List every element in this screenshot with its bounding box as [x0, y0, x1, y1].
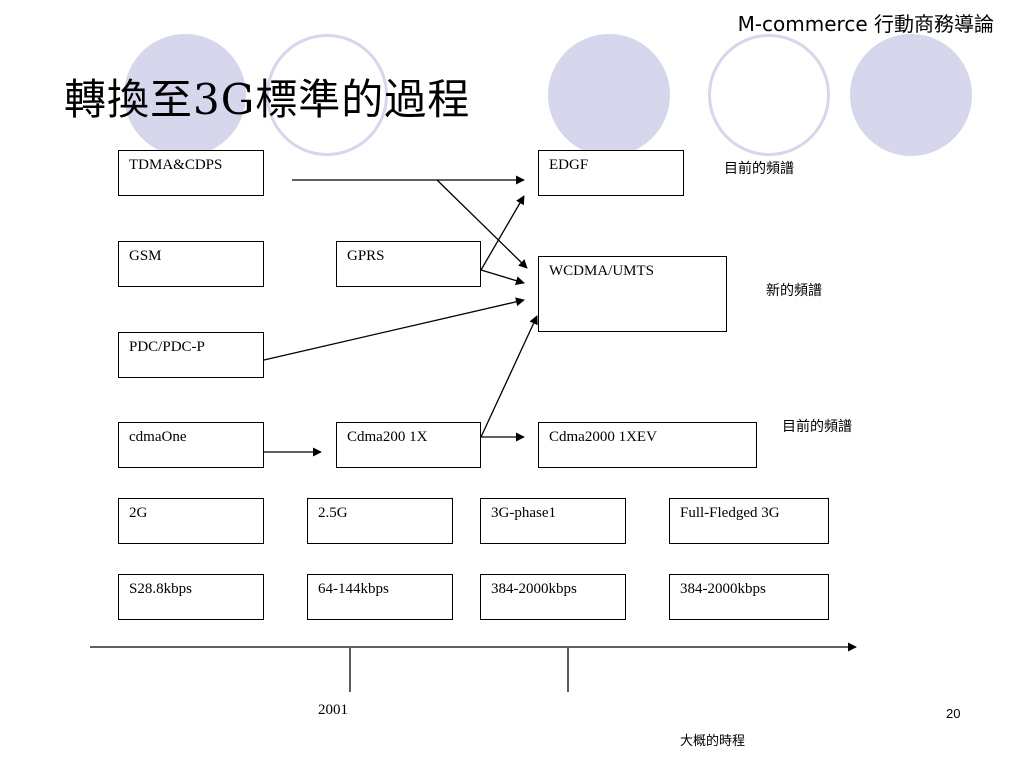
decor-circle-1 — [124, 34, 246, 156]
box-wcdma-umts: WCDMA/UMTS — [538, 256, 727, 332]
box-gprs: GPRS — [336, 241, 481, 287]
gen-box-2-5g: 2.5G — [307, 498, 453, 544]
box-edgf: EDGF — [538, 150, 684, 196]
speed-box-3g-phase1: 384-2000kbps — [480, 574, 626, 620]
speed-box-full-3g: 384-2000kbps — [669, 574, 829, 620]
box-pdc: PDC/PDC-P — [118, 332, 264, 378]
speed-box-2-5g: 64-144kbps — [307, 574, 453, 620]
gen-box-2g: 2G — [118, 498, 264, 544]
arrow-gprs-to-wcdma — [480, 269, 525, 285]
speed-box-2g: S28.8kbps — [118, 574, 264, 620]
arrow-tdma-to-wcdma — [436, 179, 528, 269]
gen-box-3g-phase1: 3G-phase1 — [480, 498, 626, 544]
decor-circle-4 — [708, 34, 830, 156]
note-current-spectrum-bottom: 目前的頻譜 — [782, 419, 852, 435]
gen-box-full-3g: Full-Fledged 3G — [669, 498, 829, 544]
decor-circle-5 — [850, 34, 972, 156]
timeline-caption: 大概的時程 — [680, 734, 746, 749]
arrow-pdc-to-wcdma — [263, 297, 525, 361]
box-cdma200-1x: Cdma200 1X — [336, 422, 481, 468]
box-cdma2000-1xev: Cdma2000 1XEV — [538, 422, 757, 468]
page-number: 20 — [946, 706, 961, 721]
note-current-spectrum-top: 目前的頻譜 — [724, 161, 794, 177]
course-header: M-commerce 行動商務導論 — [737, 12, 994, 36]
box-gsm: GSM — [118, 241, 264, 287]
decor-circle-2 — [266, 34, 388, 156]
arrow-cdma200-to-wcdma — [480, 315, 538, 438]
decor-circle-3 — [548, 34, 670, 156]
box-tdma-cdps: TDMA&CDPS — [118, 150, 264, 196]
timeline-year-2001: 2001 — [318, 702, 348, 718]
note-new-spectrum: 新的頻譜 — [766, 283, 822, 299]
box-cdmaone: cdmaOne — [118, 422, 264, 468]
arrow-gprs-to-edgf — [480, 195, 525, 271]
slide-title: 轉換至3G標準的過程 — [64, 75, 471, 124]
